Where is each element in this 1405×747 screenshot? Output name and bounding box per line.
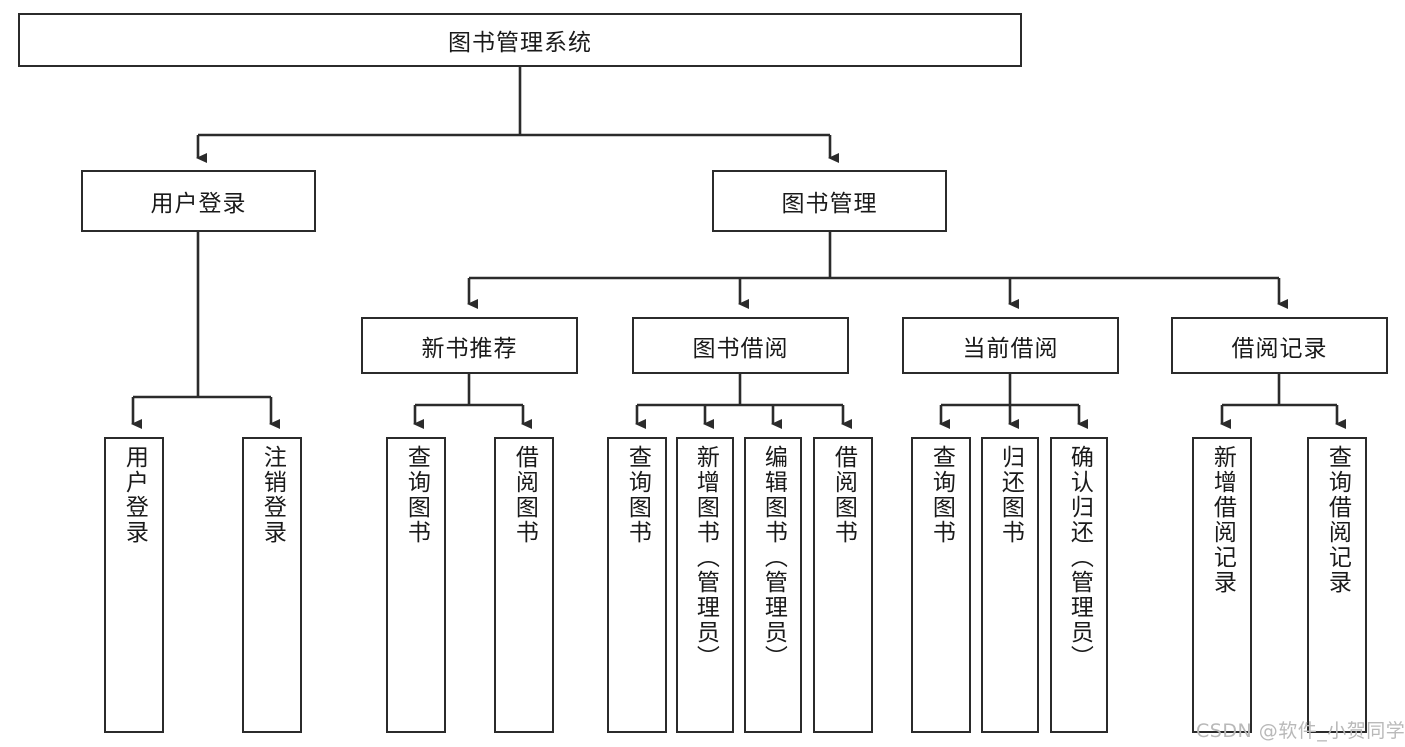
leaf-current-query-book[interactable]: 查询图书 [911,437,971,733]
node-new-book-recommend[interactable]: 新书推荐 [361,317,578,374]
leaf-user-login-login[interactable]: 用户登录 [104,437,164,733]
node-user-login[interactable]: 用户登录 [81,170,316,232]
node-label: 用户登录 [121,445,148,545]
node-label: 图书管理系统 [448,30,592,56]
node-label: 图书管理 [781,191,878,217]
node-label: 新增图书（管理员） [692,445,719,670]
node-root-system[interactable]: 图书管理系统 [18,13,1022,67]
leaf-borrow-query-book[interactable]: 查询图书 [607,437,667,733]
node-label: 查询图书 [928,445,955,545]
node-label: 借阅图书 [511,445,538,545]
node-label: 查询图书 [624,445,651,545]
leaf-borrow-add-book-admin[interactable]: 新增图书（管理员） [676,437,734,733]
node-label: 图书借阅 [692,335,789,362]
node-label: 借阅记录 [1231,335,1328,362]
node-label: 编辑图书（管理员） [760,445,787,670]
leaf-user-login-logout[interactable]: 注销登录 [242,437,302,733]
leaf-borrow-borrow-book[interactable]: 借阅图书 [813,437,873,733]
node-label: 确认归还（管理员） [1066,445,1093,670]
node-label: 归还图书 [997,445,1024,545]
leaf-recommend-query-book[interactable]: 查询图书 [386,437,446,733]
node-label: 用户登录 [150,191,247,217]
node-current-borrow[interactable]: 当前借阅 [902,317,1119,374]
node-label: 当前借阅 [962,335,1059,362]
node-label: 查询图书 [403,445,430,545]
leaf-borrow-edit-book-admin[interactable]: 编辑图书（管理员） [744,437,802,733]
leaf-current-confirm-return-admin[interactable]: 确认归还（管理员） [1050,437,1108,733]
leaf-record-add-record[interactable]: 新增借阅记录 [1192,437,1252,733]
node-book-management[interactable]: 图书管理 [712,170,947,232]
leaf-current-return-book[interactable]: 归还图书 [981,437,1039,733]
node-label: 注销登录 [259,445,286,545]
node-borrow-record[interactable]: 借阅记录 [1171,317,1388,374]
node-label: 新书推荐 [421,335,518,362]
leaf-record-query-record[interactable]: 查询借阅记录 [1307,437,1367,733]
node-label: 新增借阅记录 [1209,445,1236,595]
node-book-borrow[interactable]: 图书借阅 [632,317,849,374]
leaf-recommend-borrow-book[interactable]: 借阅图书 [494,437,554,733]
node-label: 查询借阅记录 [1324,445,1351,595]
node-label: 借阅图书 [830,445,857,545]
